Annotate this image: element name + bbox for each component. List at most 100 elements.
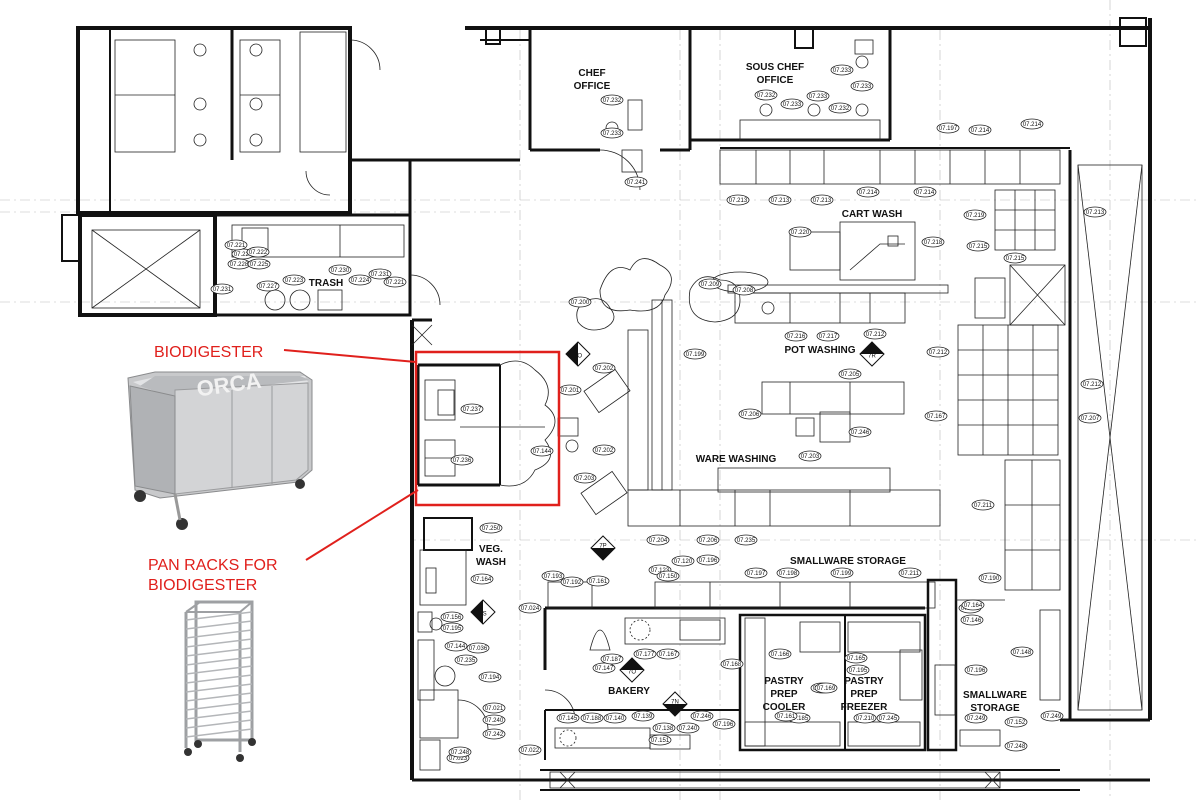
- equipment-tag-text: 07.161: [589, 579, 608, 585]
- equipment-tag: 07.241: [624, 176, 648, 188]
- equipment-tag: 07.231: [368, 268, 392, 280]
- storage-grid-right: [957, 189, 1061, 701]
- equipment-tag-text: 07.245: [879, 716, 898, 722]
- equipment-tag: 07.195: [846, 664, 870, 676]
- rack-rung: [185, 647, 253, 657]
- equipment-tag: 07.156: [440, 611, 464, 623]
- equipment-tag-text: 07.233: [783, 102, 802, 108]
- equipment-tag-text: 07.213: [813, 198, 832, 204]
- equipment-tag: 07.209: [698, 278, 722, 290]
- smallware-storage: [926, 578, 1005, 752]
- equipment-tag: 07.203: [798, 450, 822, 462]
- equipment-tag: 07.220: [788, 226, 812, 238]
- equipment-tag: 07.198: [776, 567, 800, 579]
- rack-rung: [185, 629, 253, 639]
- equipment-tag-text: 07.197: [747, 571, 766, 577]
- equipment-tag: 07.164: [470, 573, 494, 585]
- equipment-tag-text: 07.177: [636, 652, 655, 658]
- svg-text:7R: 7R: [868, 354, 876, 360]
- equipment-tag: 07.021: [482, 702, 506, 714]
- shafts-right: [1009, 164, 1143, 711]
- equipment-tag: 07.199: [830, 567, 854, 579]
- equipment-tag-text: 07.203: [576, 476, 595, 482]
- equipment-tag: 07.221: [224, 239, 248, 251]
- equipment-tag: 07.151: [648, 734, 672, 746]
- equipment-tag-text: 07.248: [1007, 744, 1026, 750]
- equipment-tag-text: 07.150: [659, 574, 678, 580]
- equipment-tag: 07.217: [816, 330, 840, 342]
- equipment-tag: 07.235: [734, 534, 758, 546]
- equipment-tag-text: 07.211: [974, 503, 993, 509]
- equipment-tag: 07.223: [282, 274, 306, 286]
- equipment-tag-text: 07.248: [451, 750, 470, 756]
- equipment-tag-text: 07.210: [856, 716, 875, 722]
- equipment-tag-text: 07.185: [790, 716, 809, 722]
- equipment-tag-text: 07.202: [595, 366, 614, 372]
- equipment-tag-text: 07.215: [969, 244, 988, 250]
- equipment-tag-text: 07.144: [447, 644, 466, 650]
- equipment-tag: 07.225: [247, 258, 271, 270]
- equipment-tag: 07.146: [960, 614, 984, 626]
- equipment-tag-text: 07.138: [655, 726, 674, 732]
- equipment-tag: 07.232: [754, 89, 778, 101]
- elevator-shaft: [61, 213, 217, 317]
- equipment-tag: 07.148: [1010, 646, 1034, 658]
- equipment-tag-text: 07.024: [521, 606, 540, 612]
- equipment-tag-text: 07.237: [463, 407, 482, 413]
- equipment-tag-text: 07.190: [981, 576, 1000, 582]
- equipment-tag-text: 07.196: [699, 558, 718, 564]
- equipment-tag-text: 07.164: [473, 577, 492, 583]
- veg-wash-area: [419, 517, 473, 606]
- equipment-tag-text: 07.201: [561, 388, 580, 394]
- equipment-tag-text: 07.164: [964, 603, 983, 609]
- equipment-tag-text: 07.196: [967, 668, 986, 674]
- equipment-tag: 07.205: [838, 368, 862, 380]
- equipment-tag-text: 07.168: [723, 662, 742, 668]
- room-label: PASTRY: [764, 676, 804, 687]
- equipment-tag-text: 07.233: [853, 84, 872, 90]
- equipment-tag: 07.022: [518, 744, 542, 756]
- equipment-tag: 07.227: [256, 280, 280, 292]
- equipment-tag: 07.206: [696, 534, 720, 546]
- svg-text:7O: 7O: [628, 670, 636, 676]
- room-label: SMALLWARE: [963, 690, 1027, 701]
- equipment-tag-text: 07.226: [234, 252, 253, 258]
- equipment-tag-text: 07.196: [715, 722, 734, 728]
- equipment-tag: 07.190: [978, 572, 1002, 584]
- room-label: WASH: [476, 557, 506, 568]
- rack-rung: [185, 710, 253, 720]
- equipment-tag: 07.249: [1040, 710, 1064, 722]
- section-marker: 7P: [590, 535, 616, 561]
- equipment-tag-text: 07.169: [817, 686, 836, 692]
- equipment-tag-text: 07.249: [1043, 714, 1062, 720]
- equipment-tag-text: 07.212: [866, 332, 885, 338]
- equipment-tag-text: 07.145: [559, 716, 578, 722]
- kitchen-walls: [410, 17, 1152, 791]
- equipment-tag: 07.144: [444, 640, 468, 652]
- svg-text:7N: 7N: [671, 700, 679, 706]
- equipment-tag-text: 07.194: [481, 675, 500, 681]
- equipment-tag-text: 07.120: [674, 559, 693, 565]
- equipment-tag: 07.232: [600, 94, 624, 106]
- equipment-tag-text: 07.222: [249, 250, 268, 256]
- equipment-tag-text: 07.209: [701, 282, 720, 288]
- equipment-tag-text: 07.232: [831, 106, 850, 112]
- room-label: SMALLWARE STORAGE: [790, 556, 906, 567]
- biodigester-room: [411, 318, 556, 487]
- equipment-tag: 07.235: [454, 654, 478, 666]
- equipment-tag-text: 07.205: [841, 372, 860, 378]
- equipment-tag-text: 07.208: [735, 288, 754, 294]
- equipment-tag: 07.210: [853, 712, 877, 724]
- equipment-tag: 07.212: [863, 328, 887, 340]
- equipment-tag: 07.233: [850, 80, 874, 92]
- equipment-tag-text: 07.218: [924, 240, 943, 246]
- equipment-tag: 07.167: [656, 648, 680, 660]
- equipment-tag: 07.214: [913, 186, 937, 198]
- equipment-tag: 07.196: [696, 554, 720, 566]
- equipment-tag: 07.192: [560, 576, 584, 588]
- equipment-tag-text: 07.246: [851, 430, 870, 436]
- equipment-tag-text: 07.200: [571, 300, 590, 306]
- equipment-tag-text: 07.165: [847, 656, 866, 662]
- svg-text:7P: 7P: [599, 544, 606, 550]
- equipment-tag: 07.139: [631, 710, 655, 722]
